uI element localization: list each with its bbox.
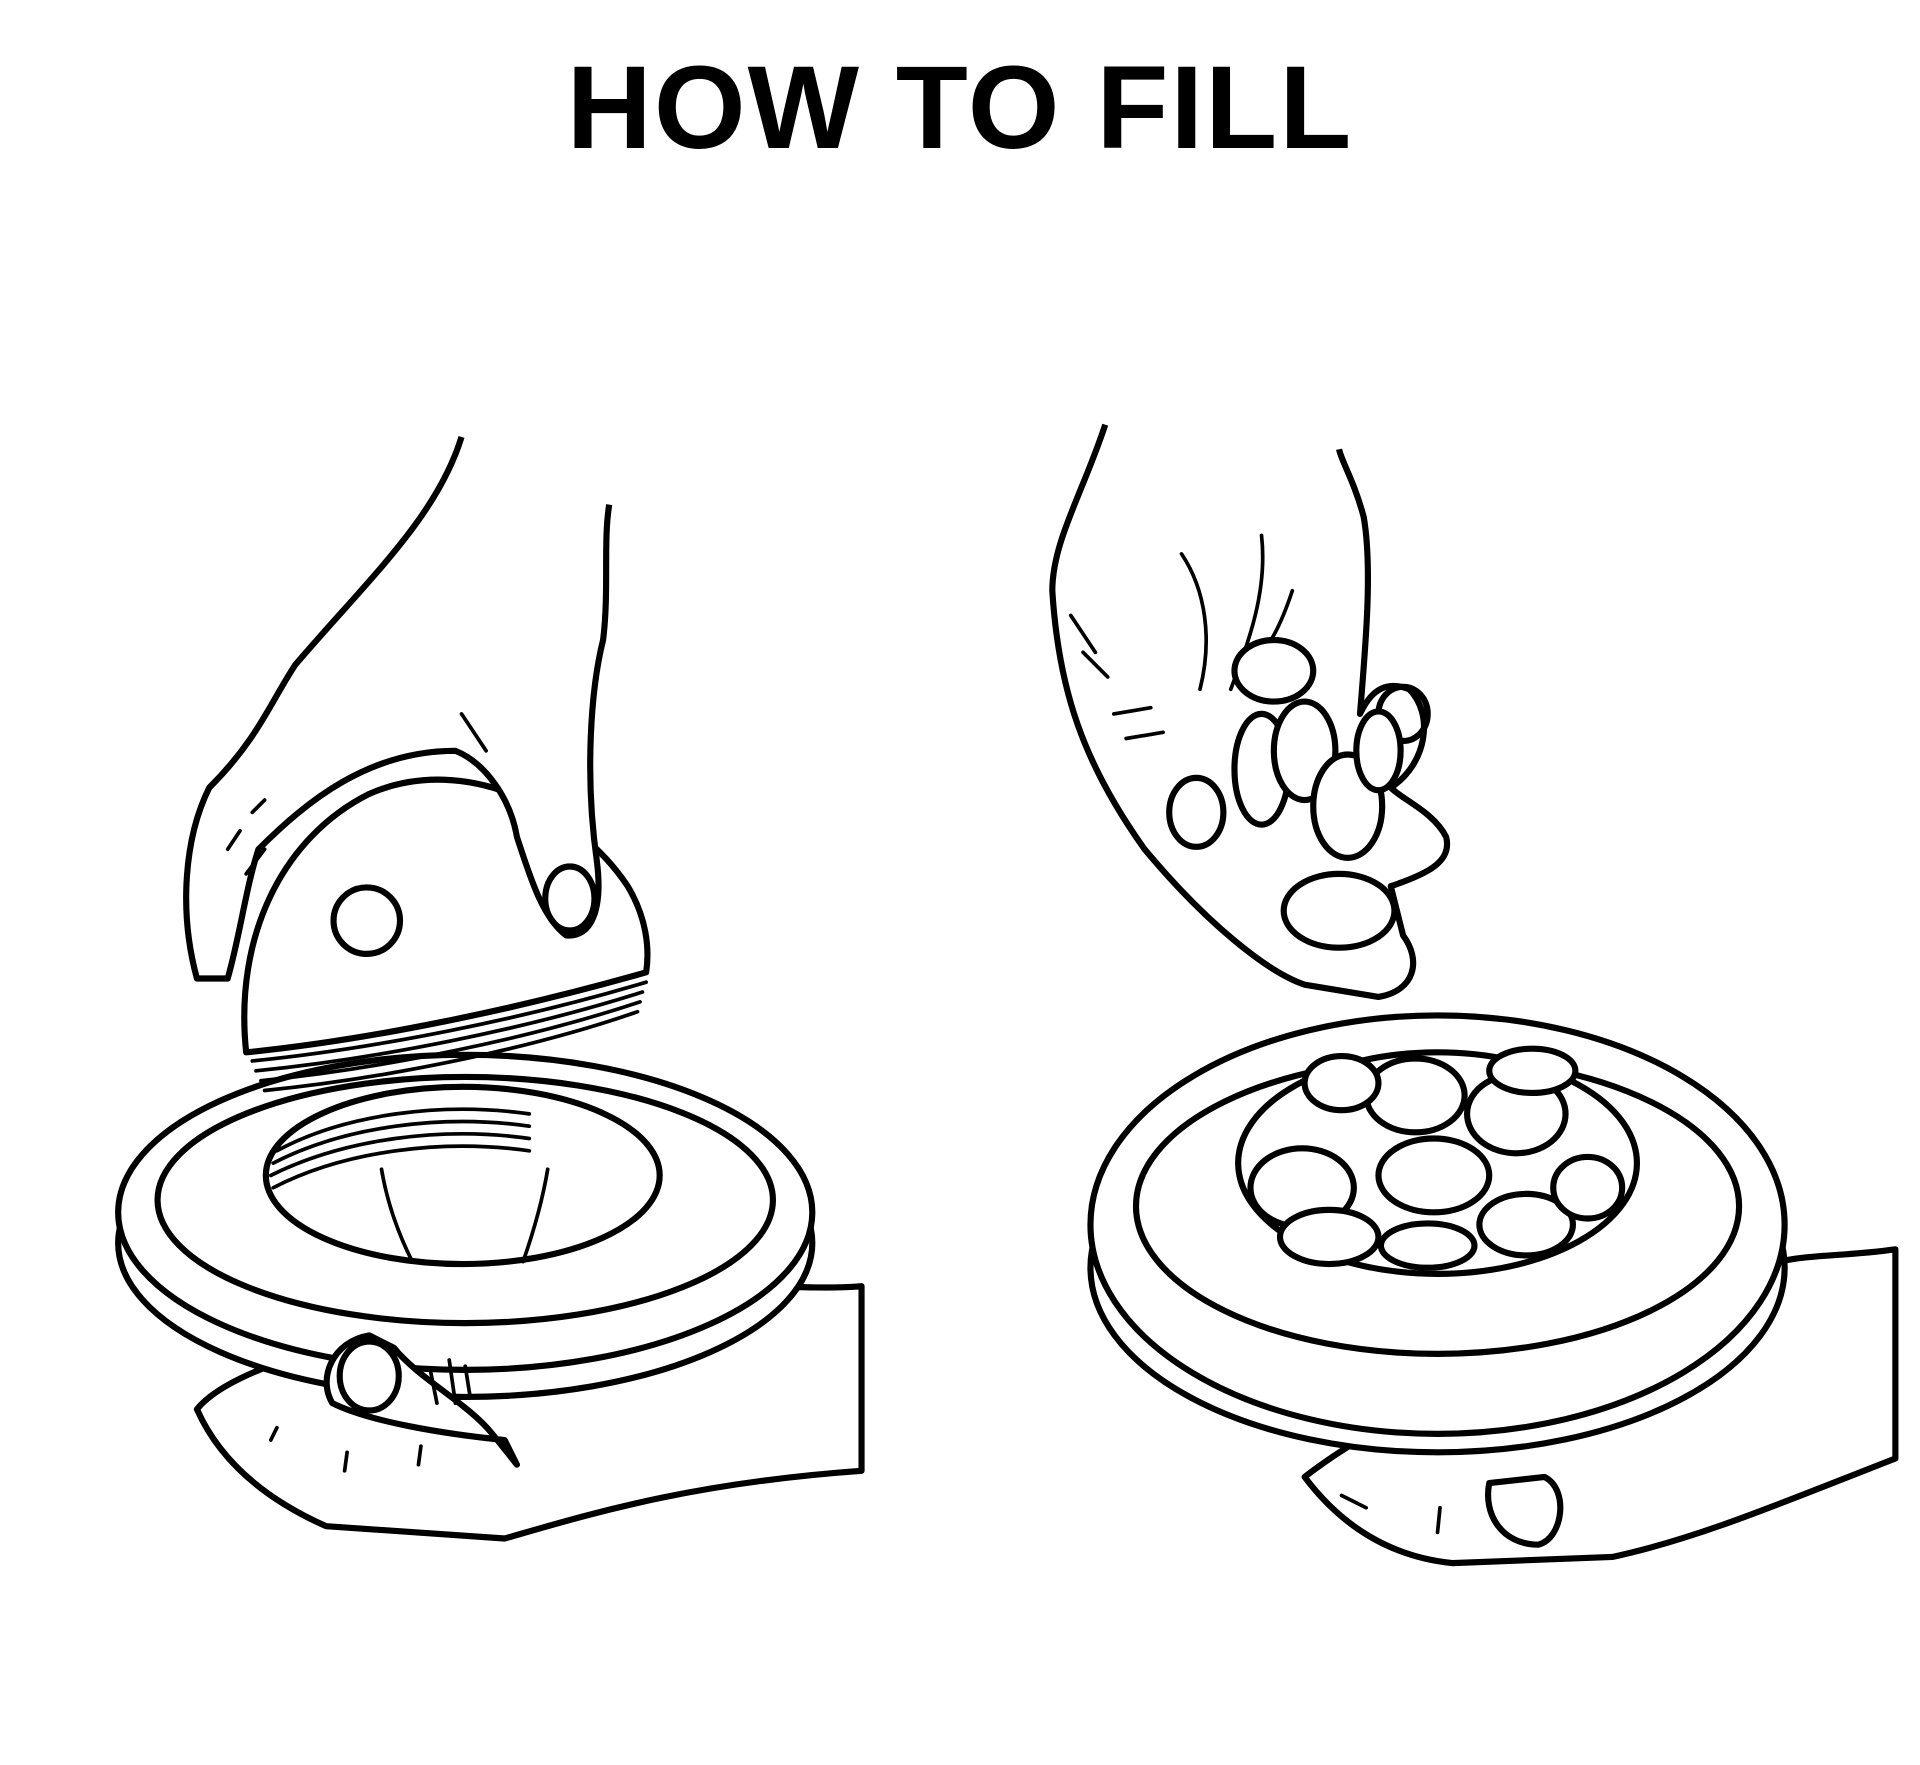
- contents-in-grinder: [1247, 1045, 1626, 1271]
- page-title: HOW TO FILL: [566, 42, 1354, 174]
- falling-contents: [1231, 636, 1404, 951]
- top-hand-left: [183, 436, 613, 982]
- hand-pouring-contents-icon: [1049, 423, 1899, 1567]
- hand-unscrewing-lid-icon: [115, 436, 865, 1542]
